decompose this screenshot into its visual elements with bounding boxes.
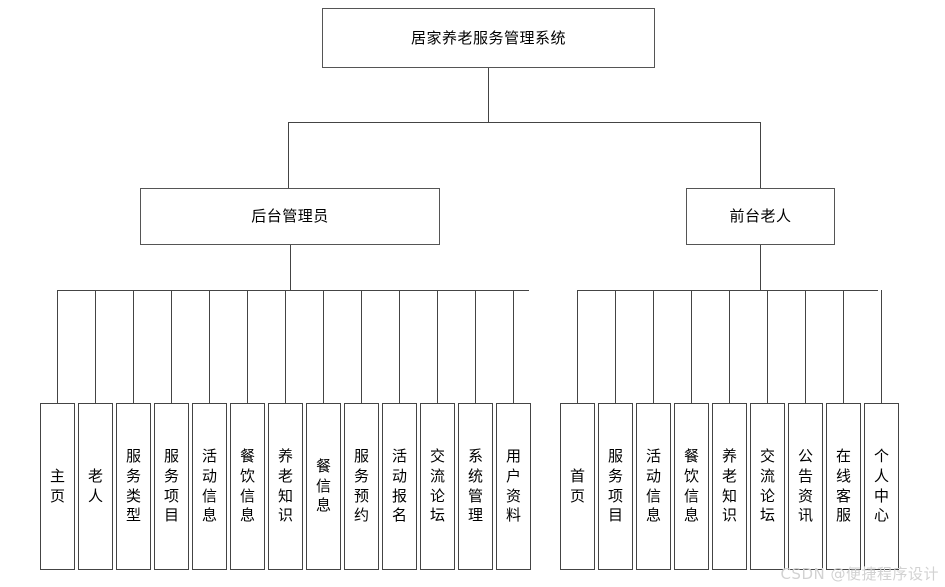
connector-root-stem <box>488 68 489 122</box>
user-module-label: 餐饮信息 <box>683 446 699 525</box>
admin-module-label: 主页 <box>49 466 65 505</box>
admin-module-label: 服务项目 <box>163 446 179 525</box>
watermark-text: CSDN @便捷程序设计 <box>780 565 939 583</box>
admin-module-9[interactable]: 活动报名 <box>382 403 417 570</box>
connector-admin-leaf-bus <box>57 290 529 291</box>
connector-admin-module-6 <box>285 290 286 403</box>
connector-admin-module-5 <box>247 290 248 403</box>
connector-user-module-4 <box>729 290 730 403</box>
node-root-system[interactable]: 居家养老服务管理系统 <box>322 8 655 68</box>
connector-user-module-2 <box>653 290 654 403</box>
connector-admin-module-3 <box>171 290 172 403</box>
connector-admin-module-11 <box>475 290 476 403</box>
admin-module-10[interactable]: 交流论坛 <box>420 403 455 570</box>
connector-user-module-1 <box>615 290 616 403</box>
admin-module-label: 养老知识 <box>277 446 293 525</box>
connector-admin-module-0 <box>57 290 58 403</box>
admin-module-12[interactable]: 用户资料 <box>496 403 531 570</box>
connector-admin-module-9 <box>399 290 400 403</box>
user-module-label: 在线客服 <box>835 446 851 525</box>
user-module-label: 活动信息 <box>645 446 661 525</box>
connector-to-user <box>760 122 761 188</box>
user-module-7[interactable]: 在线客服 <box>826 403 861 570</box>
admin-module-label: 交流论坛 <box>429 446 445 525</box>
user-module-label: 交流论坛 <box>759 446 775 525</box>
admin-module-11[interactable]: 系统管理 <box>458 403 493 570</box>
admin-module-label: 用户资料 <box>505 446 521 525</box>
admin-module-7[interactable]: 餐信息 <box>306 403 341 570</box>
admin-module-label: 活动报名 <box>391 446 407 525</box>
admin-module-0[interactable]: 主页 <box>40 403 75 570</box>
connector-user-module-6 <box>805 290 806 403</box>
user-module-0[interactable]: 首页 <box>560 403 595 570</box>
user-module-4[interactable]: 养老知识 <box>712 403 747 570</box>
connector-user-module-7 <box>843 290 844 403</box>
node-root-label: 居家养老服务管理系统 <box>410 28 566 47</box>
connector-user-module-0 <box>577 290 578 403</box>
node-user-label: 前台老人 <box>729 207 792 226</box>
admin-module-label: 老人 <box>87 466 103 505</box>
connector-admin-module-8 <box>361 290 362 403</box>
user-module-label: 个人中心 <box>873 446 889 525</box>
connector-user-module-8 <box>881 290 882 403</box>
user-module-label: 公告资讯 <box>797 446 813 525</box>
admin-module-2[interactable]: 服务类型 <box>116 403 151 570</box>
connector-admin-module-10 <box>437 290 438 403</box>
admin-module-3[interactable]: 服务项目 <box>154 403 189 570</box>
admin-module-5[interactable]: 餐饮信息 <box>230 403 265 570</box>
connector-user-module-5 <box>767 290 768 403</box>
admin-module-4[interactable]: 活动信息 <box>192 403 227 570</box>
connector-to-admin <box>288 122 289 188</box>
admin-module-label: 服务预约 <box>353 446 369 525</box>
admin-module-label: 系统管理 <box>467 446 483 525</box>
connector-admin-module-1 <box>95 290 96 403</box>
admin-module-8[interactable]: 服务预约 <box>344 403 379 570</box>
user-module-3[interactable]: 餐饮信息 <box>674 403 709 570</box>
connector-admin-stem <box>290 245 291 290</box>
admin-module-label: 餐饮信息 <box>239 446 255 525</box>
connector-admin-module-2 <box>133 290 134 403</box>
admin-module-6[interactable]: 养老知识 <box>268 403 303 570</box>
connector-user-leaf-bus <box>577 290 878 291</box>
node-admin[interactable]: 后台管理员 <box>140 188 440 245</box>
admin-module-label: 餐信息 <box>315 456 331 515</box>
connector-admin-module-12 <box>513 290 514 403</box>
admin-module-1[interactable]: 老人 <box>78 403 113 570</box>
node-user[interactable]: 前台老人 <box>686 188 835 245</box>
user-module-label: 养老知识 <box>721 446 737 525</box>
user-module-6[interactable]: 公告资讯 <box>788 403 823 570</box>
user-module-label: 服务项目 <box>607 446 623 525</box>
connector-user-stem <box>760 245 761 290</box>
admin-module-label: 活动信息 <box>201 446 217 525</box>
connector-admin-module-7 <box>323 290 324 403</box>
user-module-label: 首页 <box>569 466 585 505</box>
connector-admin-module-4 <box>209 290 210 403</box>
user-module-2[interactable]: 活动信息 <box>636 403 671 570</box>
user-module-8[interactable]: 个人中心 <box>864 403 899 570</box>
node-admin-label: 后台管理员 <box>251 207 329 226</box>
connector-user-module-3 <box>691 290 692 403</box>
connector-level2-bus <box>288 122 761 123</box>
user-module-5[interactable]: 交流论坛 <box>750 403 785 570</box>
admin-module-label: 服务类型 <box>125 446 141 525</box>
user-module-1[interactable]: 服务项目 <box>598 403 633 570</box>
